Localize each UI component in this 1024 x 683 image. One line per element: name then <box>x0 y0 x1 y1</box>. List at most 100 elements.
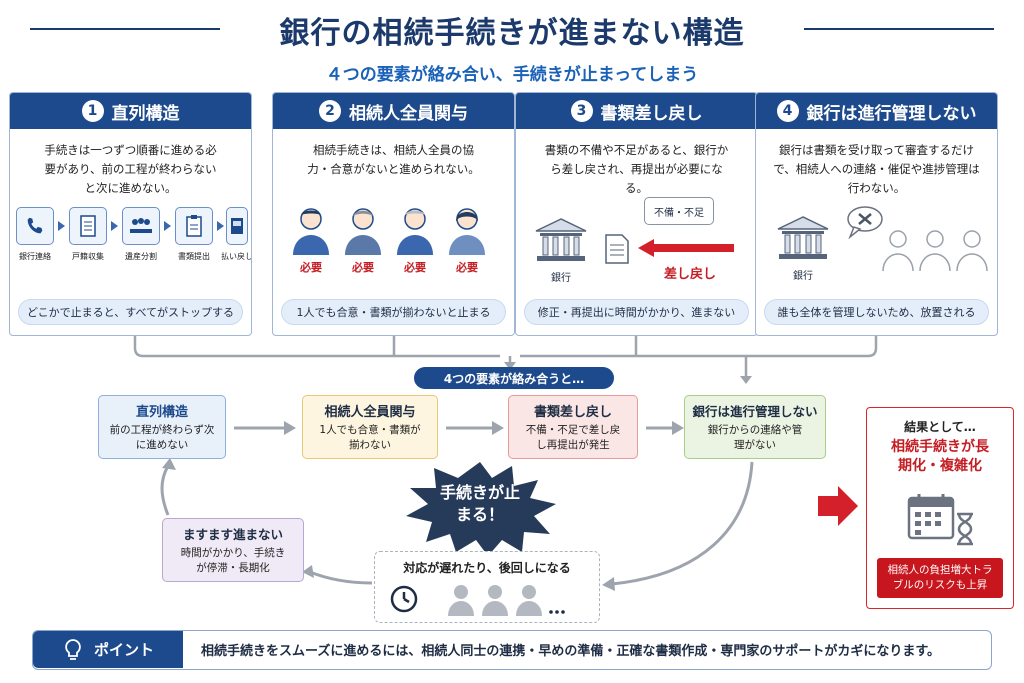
card-number: 3 <box>570 100 593 122</box>
stop-starburst <box>406 462 556 556</box>
card-description: 銀行は書類を受け取って審査するだけで、相続人への連絡・催促や進捗管理は行わない。 <box>773 143 980 195</box>
heirs-outline-icon <box>882 230 988 272</box>
step-arrow <box>164 221 171 231</box>
flow-box-title: 相続人全員関与 <box>324 405 416 420</box>
flow-box-worse: ますます進まない 時間がかかり、手続きが停滞・長期化 <box>162 518 304 582</box>
delay-box: 対応が遅れたり、後回しになる <box>374 551 600 623</box>
step-4: 書類提出 <box>175 207 219 262</box>
card-header: 4 銀行は進行管理しない <box>756 93 997 129</box>
bank-icon <box>777 216 829 259</box>
need-label: 必要 <box>300 261 322 274</box>
point-text: 相続手続きをスムーズに進めるには、相続人同士の連携・早めの準備・正確な書類作成・… <box>201 644 941 659</box>
card-title: 書類差し戻し <box>600 103 703 124</box>
page-subtitle: ４つの要素が絡み合い、手続きが止まってしまう <box>325 65 699 85</box>
need-label: 必要 <box>352 261 374 274</box>
card-title: 相続人全員関与 <box>349 103 468 124</box>
result-head: 結果として… <box>904 420 976 434</box>
step-arrow <box>58 221 65 231</box>
card-serial-structure: 1 直列構造 手続きは一つずつ順番に進める必要があり、前の工程が終わらないと次に… <box>9 92 252 336</box>
step-label: 遺産分割 <box>125 252 157 261</box>
result-warning-text: 相続人の負担増大トラブルのリスクも上昇 <box>887 564 993 591</box>
person-icon <box>397 208 433 255</box>
card-title: 銀行は進行管理しない <box>806 103 977 124</box>
flow-box-body: 銀行からの連絡や管理がない <box>707 424 803 451</box>
point-tag: ポイント <box>33 631 183 668</box>
step-label: 戸籍収集 <box>72 252 104 261</box>
card-footer: どこかで止まると、すべてがストップする <box>18 299 243 325</box>
document-icon <box>605 234 629 264</box>
card-number: 2 <box>319 100 341 122</box>
clock-icon <box>390 585 418 613</box>
card-title: 直列構造 <box>111 103 180 124</box>
step-5: 払い戻し <box>221 207 251 262</box>
result-box: 結果として… 相続手続きが長期化・複雑化 相続人の負担増大トラブルのリスクも上昇 <box>866 407 1014 609</box>
card-number: 4 <box>776 100 799 122</box>
card-description: 書類の不備や不足があると、銀行から差し戻され、再提出が必要になる。 <box>544 143 729 195</box>
card-header: 1 直列構造 <box>10 93 251 129</box>
flow-box-title: 銀行は進行管理しない <box>692 404 818 419</box>
person-icon <box>293 208 329 255</box>
waiting-people-icon <box>448 585 565 616</box>
card-description: 相続手続きは、相続人全員の協力・合意がないと進められない。 <box>307 143 480 176</box>
person-icon <box>449 208 485 255</box>
combine-pill: 4つの要素が絡み合うと… <box>414 367 614 389</box>
flow-box-title: 書類差し戻し <box>533 405 612 420</box>
step-label: 銀行連絡 <box>19 252 51 261</box>
card-header: 3 書類差し戻し <box>516 93 757 129</box>
card-number: 1 <box>81 100 104 122</box>
serial-steps: 銀行連絡 戸籍収集 遺産分割 書類提出 払い戻し <box>14 207 251 267</box>
person-icon <box>345 208 381 255</box>
card-footer: 誰も全体を管理しないため、放置される <box>764 299 989 325</box>
calendar-hourglass-icon <box>907 494 973 546</box>
atm-icon <box>226 207 248 245</box>
point-bar: ポイント 相続手続きをスムーズに進めるには、相続人同士の連携・早めの準備・正確な… <box>32 630 992 670</box>
page-title: 銀行の相続手続きが進まない構造 <box>279 16 745 51</box>
flow-box-serial: 直列構造 前の工程が終わらず次に進めない <box>98 395 226 459</box>
heirs-row: 必要 必要 必要 必要 <box>289 203 504 283</box>
point-label: ポイント <box>93 641 154 659</box>
flow-box-body: 時間がかかり、手続きが停滞・長期化 <box>180 547 286 574</box>
title-line-left <box>30 28 220 30</box>
bank-label: 銀行 <box>551 273 571 284</box>
stop-text: 手続きが止まる！ <box>440 483 521 524</box>
card-description: 手続きは一つずつ順番に進める必要があり、前の工程が終わらないと次に進めない。 <box>44 143 217 195</box>
delay-text: 対応が遅れたり、後回しになる <box>403 561 571 575</box>
flow-box-title: 直列構造 <box>135 405 188 420</box>
card-footer: 修正・再提出に時間がかかり、進まない <box>524 299 749 325</box>
flow-box-document-return: 書類差し戻し 不備・不足で差し戻し再提出が発生 <box>508 395 638 459</box>
heir-3: 必要 <box>393 203 437 275</box>
phone-icon <box>16 207 54 245</box>
bank-block: 銀行 <box>776 215 830 282</box>
card-footer: 1人でも合意・書類が揃わないと止まる <box>281 299 506 325</box>
clipboard-icon <box>175 207 213 245</box>
heir-4: 必要 <box>445 203 489 275</box>
no-contact-bubble-icon <box>847 206 883 239</box>
step-1: 銀行連絡 <box>16 207 60 262</box>
flow-box-title: ますます進まない <box>182 527 283 542</box>
speech-bubble: 不備・不足 <box>644 197 714 225</box>
flow-box-body: 前の工程が終わらず次に進めない <box>109 424 215 451</box>
step-label: 払い戻し <box>221 252 252 261</box>
return-arrow-icon <box>638 239 734 257</box>
step-arrow <box>111 221 118 231</box>
card-header: 2 相続人全員関与 <box>273 93 514 129</box>
card-bank-no-management: 4 銀行は進行管理しない 銀行は書類を受け取って審査するだけで、相続人への連絡・… <box>755 92 998 336</box>
people-meeting-icon <box>122 207 160 245</box>
step-label: 書類提出 <box>178 252 210 261</box>
result-warning: 相続人の負担増大トラブルのリスクも上昇 <box>877 558 1003 598</box>
flow-box-body: 不備・不足で差し戻し再提出が発生 <box>525 424 621 451</box>
need-label: 必要 <box>404 261 426 274</box>
lightbulb-icon <box>65 638 81 660</box>
step-3: 遺産分割 <box>122 207 166 262</box>
card-all-heirs: 2 相続人全員関与 相続手続きは、相続人全員の協力・合意がないと進められない。 … <box>272 92 515 336</box>
heir-2: 必要 <box>341 203 385 275</box>
step-2: 戸籍収集 <box>69 207 113 262</box>
heir-1: 必要 <box>289 203 333 275</box>
document-icon <box>69 207 107 245</box>
flow-box-no-management: 銀行は進行管理しない 銀行からの連絡や管理がない <box>684 395 826 459</box>
title-line-right <box>804 28 994 30</box>
bank-block: 銀行 <box>534 217 588 284</box>
flow-box-all-heirs: 相続人全員関与 1人でも合意・書類が揃わない <box>302 395 438 459</box>
need-label: 必要 <box>456 261 478 274</box>
